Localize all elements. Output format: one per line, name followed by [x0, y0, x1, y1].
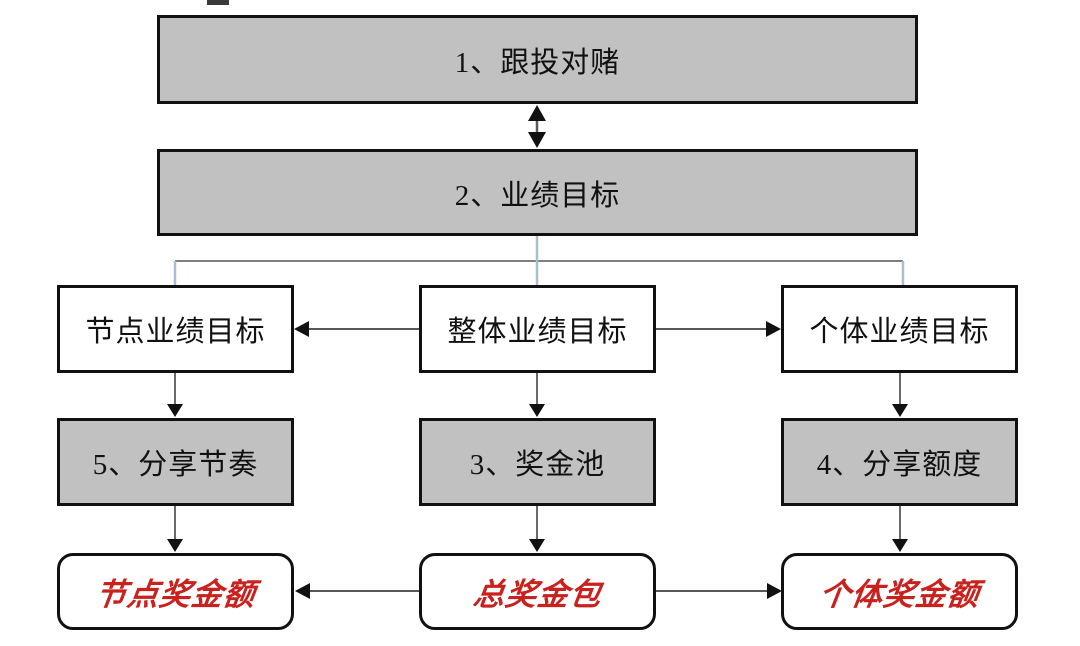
arrow-overall-to-node-target — [294, 321, 419, 337]
double-arrow-follow-bet-performance — [528, 105, 546, 148]
node-bonus-pool: 3、奖金池 — [419, 418, 656, 506]
node-sharing-rhythm-label: 5、分享节奏 — [92, 449, 259, 481]
node-node-performance-target: 节点业绩目标 — [57, 285, 294, 373]
arrow-total-bonus-to-node-bonus — [295, 583, 419, 599]
arrow-sharing-rhythm-to-node-bonus — [167, 506, 183, 552]
node-node-performance-target-label: 节点业绩目标 — [85, 316, 266, 348]
node-individual-bonus-amount: 个体奖金额 — [781, 553, 1018, 630]
arrow-individual-target-to-sharing-quota — [892, 373, 908, 417]
arrow-node-target-to-sharing-rhythm — [167, 373, 183, 417]
node-individual-performance-target-label: 个体业绩目标 — [809, 316, 990, 348]
node-sharing-quota-label: 4、分享额度 — [816, 449, 983, 481]
elbow-connector-performance-targets — [173, 236, 905, 285]
node-overall-performance-target: 整体业绩目标 — [419, 285, 656, 373]
arrow-overall-to-individual-target — [656, 321, 781, 337]
node-total-bonus-package: 总奖金包 — [419, 553, 656, 630]
node-node-bonus-amount: 节点奖金额 — [57, 553, 294, 630]
node-follow-invest-bet-label: 1、跟投对赌 — [454, 46, 621, 79]
node-follow-invest-bet: 1、跟投对赌 — [157, 15, 918, 104]
node-node-bonus-amount-label: 节点奖金额 — [92, 577, 258, 612]
arrow-overall-target-to-bonus-pool — [529, 373, 545, 417]
node-performance-target: 2、业绩目标 — [157, 149, 918, 236]
node-bonus-pool-label: 3、奖金池 — [469, 449, 606, 481]
node-sharing-rhythm: 5、分享节奏 — [57, 418, 294, 506]
arrow-bonus-pool-to-total-bonus — [529, 506, 545, 552]
arrow-total-bonus-to-individual-bonus — [656, 583, 782, 599]
node-total-bonus-package-label: 总奖金包 — [470, 577, 604, 612]
node-sharing-quota: 4、分享额度 — [781, 418, 1018, 506]
node-performance-target-label: 2、业绩目标 — [454, 179, 621, 212]
node-overall-performance-target-label: 整体业绩目标 — [447, 316, 628, 348]
arrow-sharing-quota-to-individual-bonus — [892, 506, 908, 552]
cropped-edge-artifact — [207, 0, 229, 5]
node-individual-performance-target: 个体业绩目标 — [781, 285, 1018, 373]
node-individual-bonus-amount-label: 个体奖金额 — [816, 577, 982, 612]
